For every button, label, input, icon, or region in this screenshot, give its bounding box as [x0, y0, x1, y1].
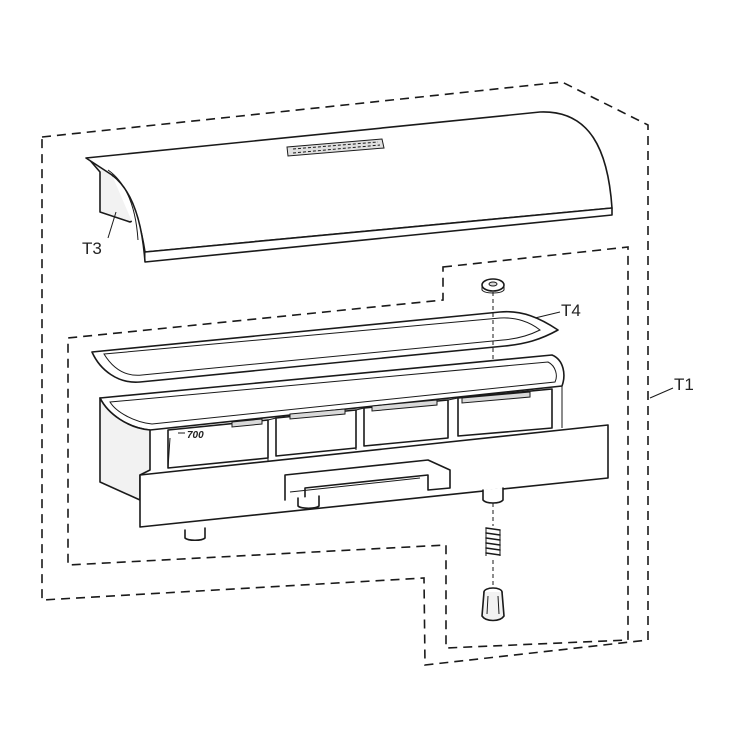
leader-line-t4	[534, 311, 561, 319]
label-t1: T1	[674, 375, 694, 394]
leader-line-t1	[649, 387, 674, 399]
top-cover	[85, 111, 613, 263]
base-tray: 700	[99, 354, 609, 542]
plug-pin-part	[481, 587, 505, 622]
leader-line-t3	[107, 211, 117, 239]
gasket-seal	[91, 310, 559, 383]
cover-vent-grille	[286, 138, 385, 157]
label-t3: T3	[82, 239, 102, 258]
part-number-label: 700	[187, 430, 204, 441]
washer-part	[481, 278, 505, 294]
label-t4: T4	[561, 301, 581, 320]
outer-assembly-boundary	[41, 81, 649, 666]
spring-part	[485, 503, 501, 585]
tray-legs	[184, 487, 504, 542]
inner-assembly-boundary	[67, 246, 629, 649]
